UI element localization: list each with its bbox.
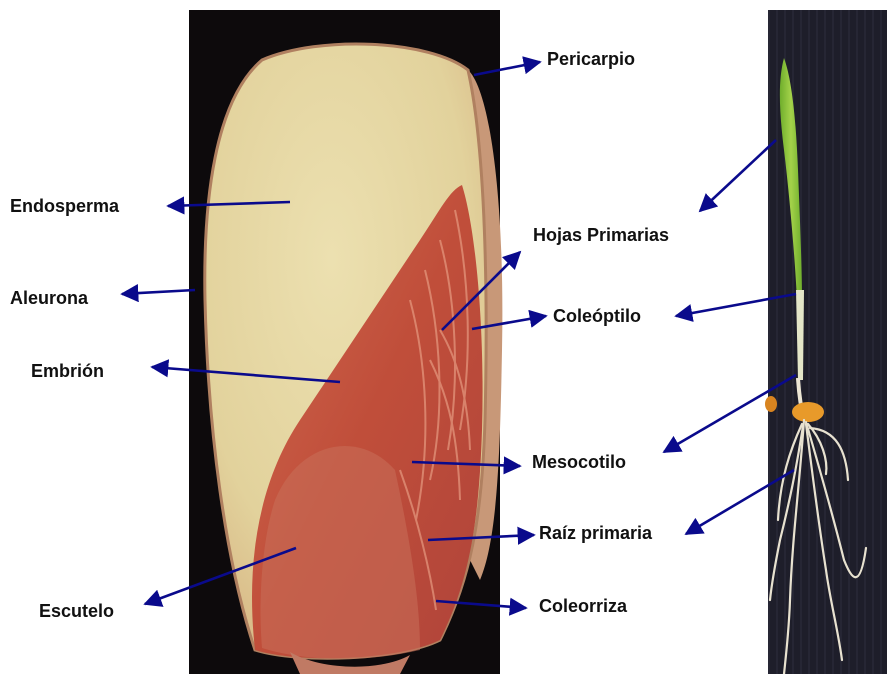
arrow-aleurona	[122, 290, 195, 294]
seedling-photo	[765, 10, 887, 674]
label-coleoptilo: Coleóptilo	[553, 305, 641, 327]
label-raiz-primaria: Raíz primaria	[539, 522, 652, 544]
label-endosperma: Endosperma	[10, 195, 119, 217]
label-escutelo: Escutelo	[39, 600, 114, 622]
label-mesocotilo: Mesocotilo	[532, 451, 626, 473]
label-embrion: Embrión	[31, 360, 104, 382]
seed-photo	[189, 10, 502, 674]
label-aleurona: Aleurona	[10, 287, 88, 309]
label-pericarpio: Pericarpio	[547, 48, 635, 70]
label-hojas-primarias: Hojas Primarias	[533, 224, 669, 246]
seedling-seed	[792, 402, 824, 422]
arrow-hojas-primarias-seedling	[700, 140, 776, 211]
stray-seed	[765, 396, 777, 412]
label-coleorriza: Coleorriza	[539, 595, 627, 617]
